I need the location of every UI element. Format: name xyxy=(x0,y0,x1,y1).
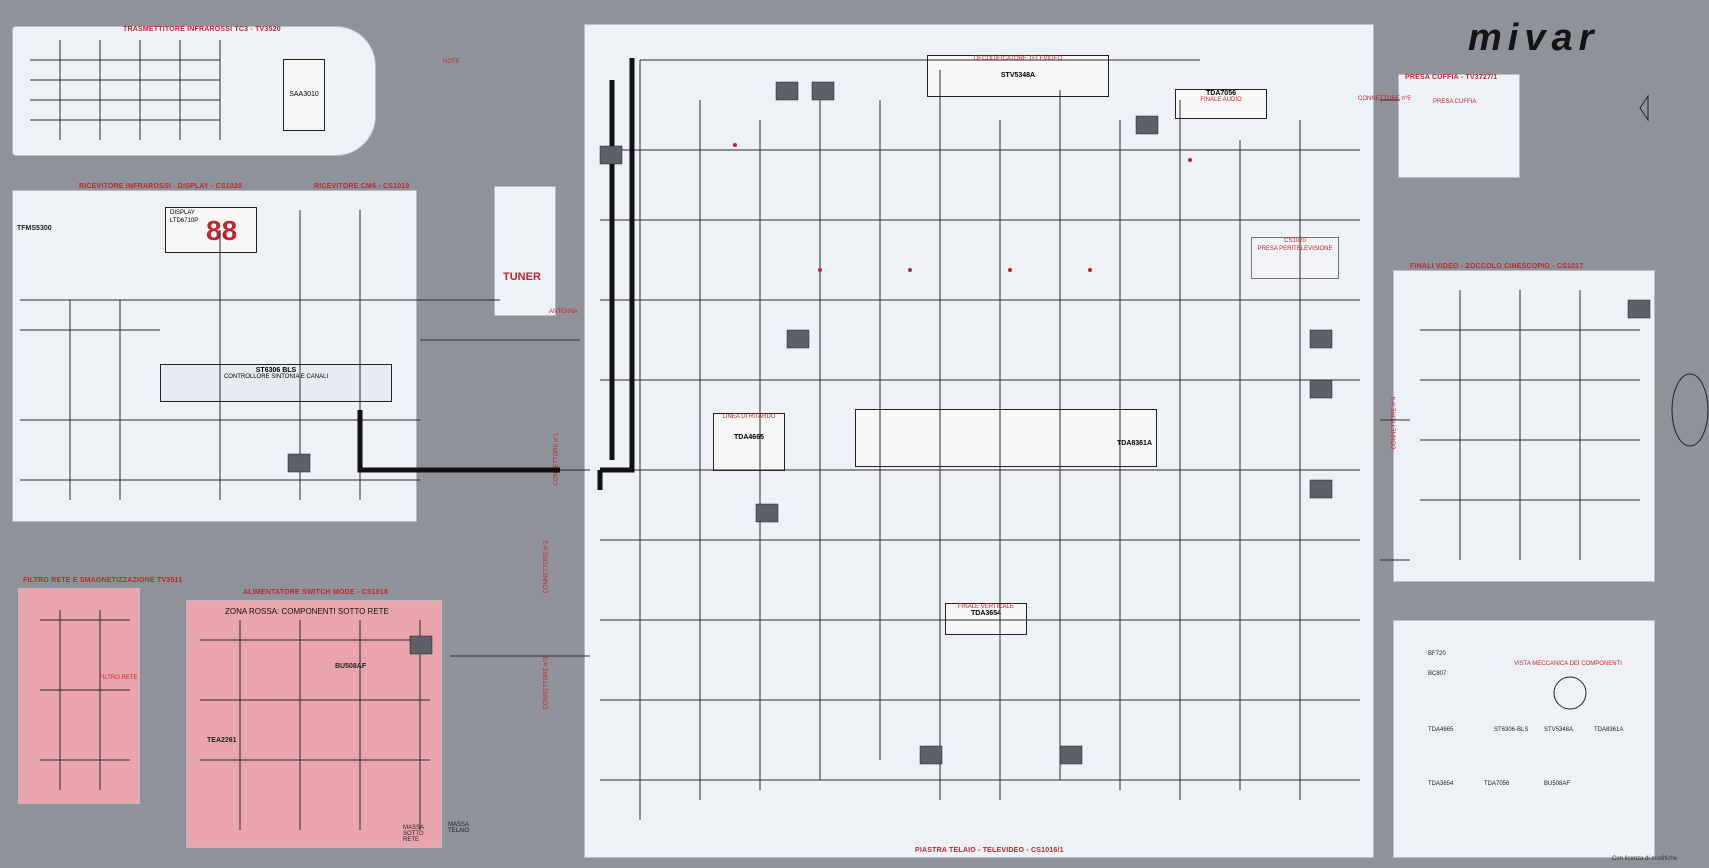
panel-tuner: TUNER ANTENNA xyxy=(494,186,578,316)
chip-tda7056: TDA7056 FINALE AUDIO xyxy=(1175,89,1267,119)
panel-video-finals: FINALI VIDEO - ZOCCOLO CINESCOPIO - CS10… xyxy=(1393,263,1655,582)
chip-saa3010: SAA3010 xyxy=(283,59,325,131)
chip-tdm8361a: TDA8361A xyxy=(855,409,1157,467)
panel-components: VISTA MECCANICA DEI COMPONENTI TDA4665 S… xyxy=(1393,620,1655,858)
panel-switch-mode: ALIMENTATORE SWITCH MODE - CS1018 ZONA R… xyxy=(186,589,442,848)
panel-mains-filter: FILTRO RETE E SMAGNETIZZAZIONE TV3511 FI… xyxy=(18,577,182,804)
panel-headphone: PRESA CUFFIA - TV3727/1 PRESA CUFFIA xyxy=(1398,74,1520,178)
panel-ir-receiver: RICEVITORE INFRAROSSI - DISPLAY - CS1020… xyxy=(12,183,296,522)
chip-st6306: ST6306 BLS CONTROLLORE SINTONIA E CANALI xyxy=(160,364,392,402)
chip-stv5348a: DECODIFICATORE TELEVIDEO STV5348A xyxy=(927,55,1109,97)
panel-ir-transmitter: TRASMETTITORE INFRAROSSI TC3 - TV3520 SA… xyxy=(12,26,460,156)
brand-logo: mivar xyxy=(1468,17,1600,59)
connector-label-5: CONNETTORE n°5 xyxy=(1358,96,1411,102)
chip-tda4665: LINEA DI RITARDO TDA4665 xyxy=(713,413,785,471)
seven-segment-display: DISPLAY LTD6710P 88 xyxy=(165,207,257,253)
panel-main-board: PIASTRA TELAIO - TELEVIDEO - CS1016/1 DE… xyxy=(584,24,1374,858)
chip-tda3654: FINALE VERTICALE TDA3654 xyxy=(945,603,1027,635)
scart-connector: CS1020 PRESA PERITELEVISIONE xyxy=(1251,237,1339,279)
panel-cm6-receiver: RICEVITORE CM6 - CS1019 xyxy=(294,183,417,522)
footer-note: Con licenza di modifiche xyxy=(1612,856,1678,862)
